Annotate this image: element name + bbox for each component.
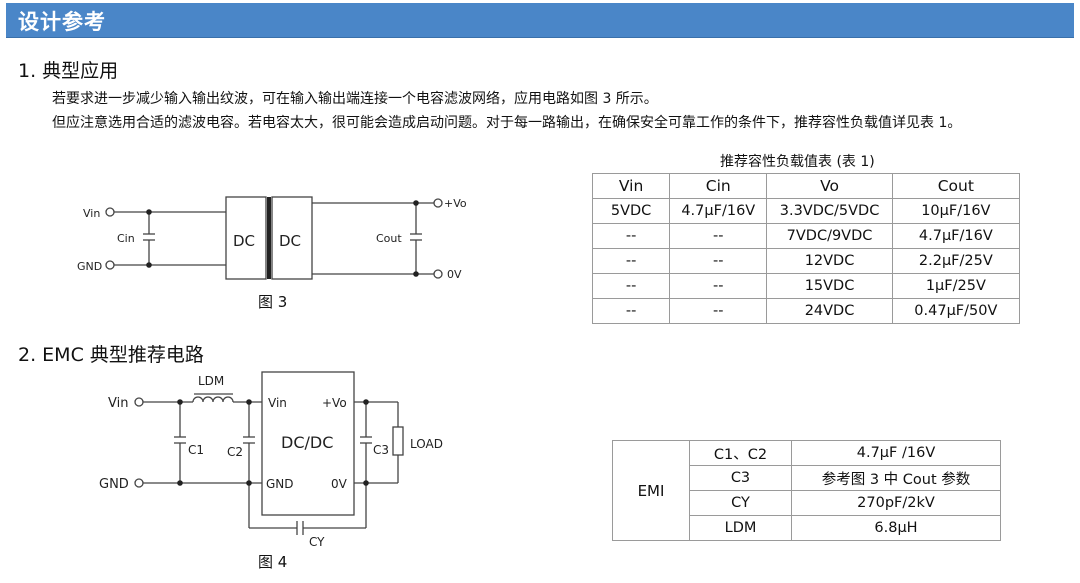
fig3-vo-label: +Vo [444,197,467,210]
vin-terminal [134,397,144,407]
table2-cell: C3 [689,465,792,491]
table-row: -- -- 15VDC 1µF/25V [591,273,1021,299]
table-row: C3 参考图 3 中 Cout 参数 [613,465,1001,491]
table-row: EMI C1、C2 4.7µF /16V [612,440,1001,541]
table-row: CY 270pF/2kV [613,490,1001,516]
table1-cell: -- [669,298,768,324]
junction-dot [177,399,183,405]
fig4-box-vo-label: +Vo [322,396,347,410]
table1-cell: 15VDC [766,273,893,299]
fig4-gnd-label: GND [99,477,129,492]
banner-title: 设计参考 [18,10,106,34]
junction-dot [246,399,252,405]
load-resistor [392,426,404,456]
fig4-box-vin-label: Vin [268,396,287,410]
emi-group-cell: EMI [612,440,690,541]
figure4-circuit: Vin GND LDM C1 C2 Vin +Vo DC/DC GND 0V C… [99,371,443,549]
table1-cell: 4.7µF/16V [669,198,768,224]
dc-dc-module [261,371,355,516]
junction-dot [413,200,419,206]
junction-dot [177,480,183,486]
gnd-terminal [105,260,115,270]
fig3-gnd-label: GND [77,260,102,273]
zero-v-terminal [433,269,443,279]
table2-cell: LDM [689,515,792,541]
table2-cell: 4.7µF /16V [791,440,1001,466]
section2-heading: 2. EMC 典型推荐电路 [18,344,204,366]
capacitive-load-table: Vin Cin Vo Cout 5VDC 4.7µF/16V 3.3VDC/5V… [591,173,1021,324]
vo-terminal [433,198,443,208]
ldm-inductor [192,396,234,403]
fig4-c2-label: C2 [227,445,243,459]
dc-box-right [271,196,313,280]
table1-cell: -- [669,248,768,274]
fig4-vin-label: Vin [108,396,128,411]
fig3-dc-right-label: DC [279,232,301,250]
table1-cell: 1µF/25V [891,273,1021,299]
fig3-zero-v-label: 0V [447,268,462,281]
table1-cell: 0.47µF/50V [891,298,1021,324]
table-row: 5VDC 4.7µF/16V 3.3VDC/5VDC 10µF/16V [591,198,1021,224]
section-banner: 设计参考 [6,3,1074,38]
table2-cell: 参考图 3 中 Cout 参数 [791,465,1001,491]
table1-header-vo: Vo [766,173,893,199]
table1-cell: 7VDC/9VDC [766,223,893,249]
table1-cell: 10µF/16V [891,198,1021,224]
table-row: LDM 6.8µH [613,515,1001,541]
figure3-circuit: Vin GND Cin DC DC Cout +Vo 0V [77,196,467,281]
table-row: -- -- 7VDC/9VDC 4.7µF/16V [591,223,1021,249]
junction-dot [146,209,152,215]
figure4-caption: 图 4 [258,553,288,571]
fig4-c3-label: C3 [373,443,389,457]
table2-cell: CY [689,490,792,516]
transformer-core [267,197,271,279]
table1-cell: 24VDC [766,298,893,324]
table1-cell: -- [591,248,671,274]
table1-cell: 4.7µF/16V [891,223,1021,249]
junction-dot [146,262,152,268]
table1-cell: -- [591,273,671,299]
table1-header-vin: Vin [591,173,671,199]
junction-dot [246,480,252,486]
junction-dot [413,271,419,277]
table1-cell: 2.2µF/25V [891,248,1021,274]
emi-components-table: EMI C1、C2 4.7µF /16V C3 参考图 3 中 Cout 参数 … [612,440,1001,541]
gnd-terminal [134,478,144,488]
table1-header-cout: Cout [891,173,1021,199]
section1-paragraph-1: 若要求进一步减少输入输出纹波，可在输入输出端连接一个电容滤波网络，应用电路如图 … [52,91,658,107]
fig3-vin-label: Vin [83,207,100,220]
table1-title: 推荐容性负载值表 (表 1) [720,154,875,170]
fig3-cout-label: Cout [376,232,402,245]
fig4-load-label: LOAD [410,437,443,451]
table1-cell: -- [669,273,768,299]
vin-terminal [105,207,115,217]
table2-cell: 270pF/2kV [791,490,1001,516]
table2-cell: 6.8µH [791,515,1001,541]
table1-cell: 3.3VDC/5VDC [766,198,893,224]
section1-paragraph-2: 但应注意选用合适的滤波电容。若电容太大，很可能会造成启动问题。对于每一路输出，在… [52,115,962,131]
table1-cell: 5VDC [591,198,671,224]
fig4-cy-label: CY [309,535,325,549]
table-row: -- -- 12VDC 2.2µF/25V [591,248,1021,274]
table1-cell: -- [591,298,671,324]
fig4-box-gnd-label: GND [266,477,294,491]
fig4-box-0v-label: 0V [331,477,348,491]
table1-header-cin: Cin [669,173,768,199]
section1-heading: 1. 典型应用 [18,60,119,82]
fig4-c1-label: C1 [188,443,204,457]
fig3-dc-left-label: DC [233,232,255,250]
table2-cell: C1、C2 [689,440,792,466]
table1-cell: -- [591,223,671,249]
fig4-dcdc-label: DC/DC [281,433,333,452]
junction-dot [363,399,369,405]
dc-box-left [225,196,267,280]
fig4-ldm-label: LDM [198,374,224,388]
table-row: -- -- 24VDC 0.47µF/50V [591,298,1021,324]
figure3-caption: 图 3 [258,293,288,311]
table1-cell: 12VDC [766,248,893,274]
fig3-cin-label: Cin [117,232,135,245]
junction-dot [363,480,369,486]
table1-cell: -- [669,223,768,249]
